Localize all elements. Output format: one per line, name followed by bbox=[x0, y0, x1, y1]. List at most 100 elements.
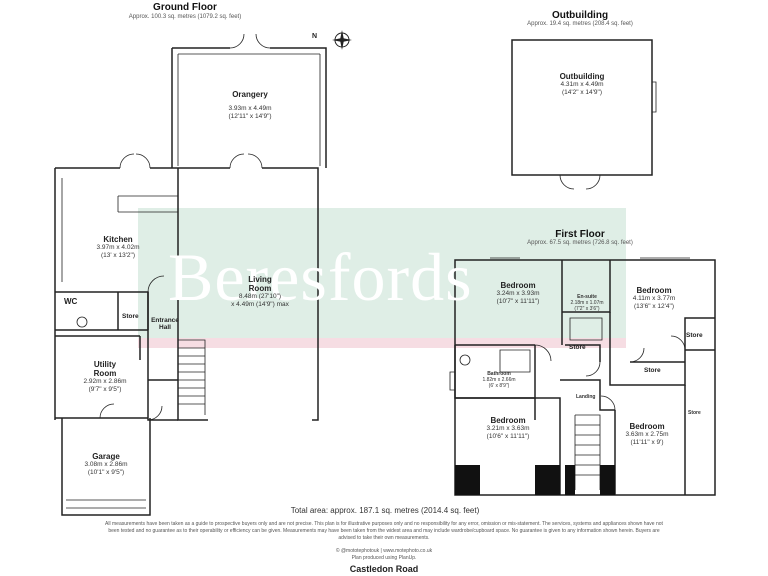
address: Castledon Road bbox=[349, 564, 419, 574]
room-ensuite: En-suite 2.18m x 1.07m (7'2" x 3'6") bbox=[566, 294, 608, 312]
utility-walls bbox=[55, 336, 148, 418]
garage-walls bbox=[62, 418, 150, 515]
bathroom-name: Bathroom bbox=[487, 371, 511, 377]
utility-name: Utility bbox=[93, 360, 117, 369]
ff-shower bbox=[500, 350, 530, 372]
ff-bed3-walls bbox=[455, 398, 560, 495]
bed1-dim1: 3.24m x 3.93m bbox=[496, 290, 540, 297]
watermark-pink-strip bbox=[138, 338, 626, 348]
ff-bed4-dark bbox=[565, 465, 615, 495]
hall-door bbox=[148, 276, 164, 292]
orangery-dim2: (12'11" x 14'9") bbox=[228, 113, 272, 120]
ff-bed1-walls bbox=[455, 260, 562, 345]
compass-rose-icon bbox=[332, 30, 352, 50]
first-floor-title: First Floor bbox=[555, 229, 605, 240]
ground-stairs bbox=[178, 340, 205, 415]
bed4-name: Bedroom bbox=[629, 422, 665, 431]
room-bedroom-2: Bedroom 4.11m x 3.77m (13'6" x 12'4") bbox=[614, 286, 694, 311]
ensuite-name: En-suite bbox=[577, 294, 597, 300]
credit-line-2: Plan produced using PlanUp. bbox=[351, 555, 417, 561]
bed2-dim1: 4.11m x 3.77m bbox=[632, 295, 676, 302]
orangery-dim1: 3.93m x 4.49m bbox=[228, 105, 272, 112]
bed3-name: Bedroom bbox=[490, 416, 526, 425]
kitchen-walls bbox=[55, 168, 318, 292]
ff-wc-pan bbox=[76, 316, 88, 328]
outbuilding-title: Outbuilding bbox=[551, 10, 609, 21]
room-utility: Utility Room 2.92m x 2.86m (9'7" x 9'5") bbox=[70, 360, 140, 394]
kitchen-doors bbox=[120, 154, 150, 168]
ground-floor-title: Ground Floor bbox=[153, 2, 217, 13]
ff-ensuite-shower bbox=[570, 318, 602, 340]
garage-dim2: (10'1" x 9'5") bbox=[87, 469, 125, 476]
kitchen-dim1: 3.97m x 4.02m bbox=[96, 244, 140, 251]
bed1-dim2: (10'7" x 11'11") bbox=[496, 298, 540, 305]
room-bathroom: Bathroom 1.82m x 2.66m (6' x 8'9") bbox=[474, 371, 524, 389]
room-store-ff-b: Store bbox=[686, 332, 703, 339]
utility-name2: Room bbox=[93, 369, 117, 378]
first-floor-area: Approx. 67.5 sq. metres (726.8 sq. feet) bbox=[527, 240, 633, 246]
orangery-entry-doors bbox=[230, 34, 270, 48]
watermark-text: Beresfords bbox=[168, 239, 473, 315]
outbuilding-dim1: 4.31m x 4.49m bbox=[560, 81, 604, 88]
compass: N bbox=[312, 28, 354, 52]
ensuite-dim1: 2.18m x 1.07m bbox=[570, 300, 604, 306]
kitchen-counter bbox=[62, 178, 178, 282]
orangery-walls bbox=[172, 48, 326, 168]
bed3-dim2: (10'6" x 11'11") bbox=[486, 433, 530, 440]
entrance-name2: Hall bbox=[159, 324, 171, 331]
room-store-ff-d: Store bbox=[688, 410, 701, 416]
garage-door bbox=[66, 500, 146, 508]
ff-landing-walls bbox=[535, 380, 615, 420]
bed2-name: Bedroom bbox=[636, 286, 672, 295]
room-landing: Landing bbox=[576, 394, 596, 400]
total-area: Total area: approx. 187.1 sq. metres (20… bbox=[290, 506, 480, 515]
ground-floor-area: Approx. 100.3 sq. metres (1079.2 sq. fee… bbox=[128, 14, 242, 20]
room-bedroom-1: Bedroom 3.24m x 3.93m (10'7" x 11'11") bbox=[478, 281, 558, 306]
garage-name: Garage bbox=[92, 452, 120, 461]
room-bedroom-3: Bedroom 3.21m x 3.63m (10'6" x 11'11") bbox=[468, 416, 548, 441]
room-outbuilding: Outbuilding 4.31m x 4.49m (14'2" x 14'9"… bbox=[542, 72, 622, 97]
outbuilding-window bbox=[652, 82, 656, 112]
bed3-dim1: 3.21m x 3.63m bbox=[486, 425, 530, 432]
ff-bed2-walls bbox=[610, 312, 715, 385]
ff-store-walls bbox=[565, 345, 715, 362]
orangery-doors bbox=[230, 154, 262, 168]
bed1-name: Bedroom bbox=[500, 281, 536, 290]
ff-doors bbox=[535, 336, 685, 410]
living-name2: Room bbox=[248, 284, 272, 293]
room-entrance-hall: Entrance Hall bbox=[140, 317, 190, 331]
room-wc: WC bbox=[64, 297, 78, 306]
ff-basin bbox=[459, 354, 471, 366]
disclaimer: All measurements have been taken as a gu… bbox=[105, 521, 663, 541]
outbuilding-doors bbox=[560, 175, 600, 189]
bathroom-dim2: (6' x 8'9") bbox=[488, 383, 510, 389]
bed4-dim2: (11'11" x 9') bbox=[630, 439, 664, 446]
living-dim1: 8.48m (27'10") bbox=[238, 293, 282, 300]
room-orangery: Orangery 3.93m x 4.49m (12'11" x 14'9") bbox=[200, 90, 300, 121]
kitchen-name: Kitchen bbox=[103, 235, 133, 244]
bathroom-dim1: 1.82m x 2.66m bbox=[482, 377, 516, 383]
entrance-name: Entrance bbox=[151, 317, 179, 324]
room-living: Living Room 8.48m (27'10") x 4.49m (14'9… bbox=[205, 275, 315, 309]
utility-door bbox=[100, 404, 114, 418]
room-bedroom-4: Bedroom 3.63m x 2.75m (11'11" x 9') bbox=[612, 422, 682, 447]
outbuilding-walls bbox=[512, 40, 652, 175]
credit-line-1: © @mototephotouk | www.motephoto.co.uk bbox=[335, 548, 433, 554]
utility-dim1: 2.92m x 2.86m bbox=[83, 378, 127, 385]
kitchen-dim2: (13' x 13'2") bbox=[100, 252, 136, 259]
ff-windows bbox=[450, 258, 690, 495]
compass-label: N bbox=[312, 33, 318, 40]
ff-stairs bbox=[575, 415, 600, 490]
outbuilding-room-name: Outbuilding bbox=[559, 72, 605, 81]
ff-bed3-dark bbox=[455, 465, 560, 495]
room-store-ff-c: Store bbox=[644, 367, 661, 374]
orangery-inner bbox=[178, 54, 320, 166]
garage-dim1: 3.08m x 2.86m bbox=[84, 461, 128, 468]
bed2-dim2: (13'6" x 12'4") bbox=[634, 303, 674, 310]
living-dim2: x 4.49m (14'9") max bbox=[231, 301, 289, 308]
watermark-band bbox=[138, 208, 626, 340]
wc-walls bbox=[55, 292, 148, 420]
living-name: Living bbox=[248, 275, 272, 284]
orangery-name: Orangery bbox=[232, 90, 268, 99]
